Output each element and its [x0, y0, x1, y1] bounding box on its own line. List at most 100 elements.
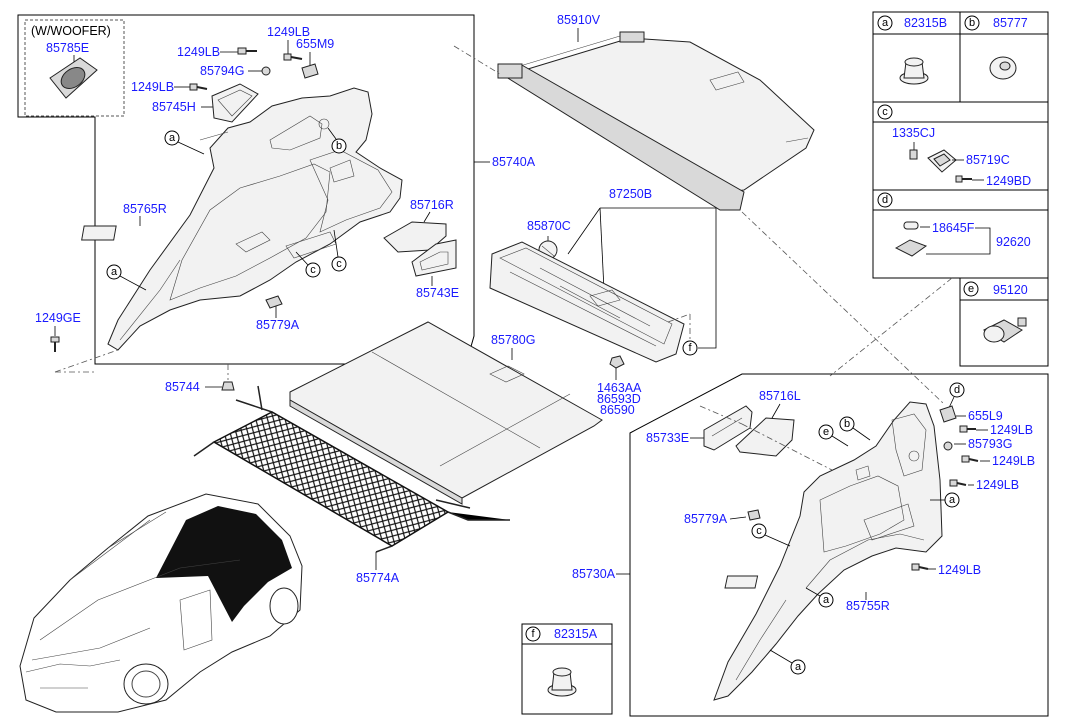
quarter-trim-left-85740A	[107, 87, 403, 351]
label-1249LB-low: 1249LB	[131, 80, 174, 94]
ref-f-box: f	[525, 626, 541, 642]
label-95120: 95120	[993, 283, 1028, 297]
label-85730A: 85730A	[572, 567, 616, 581]
ref-b-right: b	[839, 416, 855, 432]
ref-c-left-2: c	[331, 256, 347, 272]
luggage-board-85780G	[289, 321, 603, 505]
label-1249LB-mid: 1249LB	[177, 45, 220, 59]
label-85755R: 85755R	[846, 599, 890, 613]
label-85745H: 85745H	[152, 100, 196, 114]
woofer-note: (W/WOOFER)	[31, 24, 111, 38]
svg-text:c: c	[310, 264, 316, 276]
label-85793G: 85793G	[968, 437, 1012, 451]
svg-text:e: e	[823, 426, 829, 438]
label-86593D: 86593D	[597, 392, 641, 406]
label-85719C: 85719C	[966, 153, 1010, 167]
ref-c-box: c	[877, 104, 893, 120]
svg-text:b: b	[336, 140, 342, 152]
label-85780G: 85780G	[491, 333, 535, 347]
ref-a-left-1: a	[164, 130, 180, 146]
clip-82315A	[547, 667, 577, 697]
svg-text:e: e	[968, 283, 974, 295]
ref-a-box: a	[877, 15, 893, 31]
svg-text:f: f	[688, 342, 692, 354]
bolt-1249LB-r1	[959, 425, 976, 433]
label-1249LB-r1: 1249LB	[990, 423, 1033, 437]
svg-text:d: d	[954, 384, 960, 396]
label-1249GE: 1249GE	[35, 311, 81, 325]
woofer-option-box	[24, 19, 125, 117]
pad-85765R	[81, 225, 117, 241]
label-655M9: 655M9	[296, 37, 334, 51]
svg-text:a: a	[795, 661, 802, 673]
ref-c-right: c	[751, 523, 767, 539]
svg-text:c: c	[882, 106, 888, 118]
ref-b-left: b	[331, 138, 347, 154]
cargo-net-85774A	[193, 385, 510, 553]
clip-85779A-right	[747, 509, 761, 521]
bezel-85719C	[927, 149, 957, 173]
bolt-1249LB-c	[189, 83, 208, 91]
label-85740A: 85740A	[492, 155, 536, 169]
bolt-1249LB-b	[283, 53, 303, 61]
grommet-85777	[989, 56, 1017, 80]
ref-b-box: b	[964, 15, 980, 31]
label-86590: 86590	[600, 403, 635, 417]
ref-a-left-2: a	[106, 264, 122, 280]
clip-655L9	[939, 405, 957, 423]
svg-text:c: c	[756, 525, 762, 537]
label-85785E: 85785E	[46, 41, 89, 55]
bracket-85733E	[703, 405, 753, 451]
ref-d-box: d	[877, 192, 893, 208]
ref-d-right: d	[949, 382, 965, 398]
ref-a-right-3: a	[790, 659, 806, 675]
cover-85745H	[211, 83, 259, 123]
svg-text:a: a	[169, 132, 176, 144]
transverse-trim-87250B	[489, 241, 685, 363]
svg-text:a: a	[823, 594, 830, 606]
label-85777: 85777	[993, 16, 1028, 30]
label-1249LB-top: 1249LB	[267, 25, 310, 39]
clip-85779A-left	[265, 295, 283, 309]
label-85716L: 85716L	[759, 389, 801, 403]
bolt-1249LB-a	[237, 47, 257, 55]
quarter-trim-right-85730A	[713, 401, 943, 701]
ref-e-right: e	[818, 424, 834, 440]
label-85870C: 85870C	[527, 219, 571, 233]
detail-box-f	[521, 623, 613, 715]
ref-a-right-1: a	[944, 492, 960, 508]
clip-85744	[221, 381, 235, 391]
vehicle-illustration	[19, 493, 303, 713]
label-85774A: 85774A	[356, 571, 400, 585]
svg-text:c: c	[336, 258, 342, 270]
label-1249LB-r4: 1249LB	[938, 563, 981, 577]
lamp-92620	[894, 239, 928, 257]
svg-text:b: b	[969, 17, 975, 29]
label-85794G: 85794G	[200, 64, 244, 78]
screw-1249GE	[50, 336, 60, 352]
svg-text:b: b	[844, 418, 850, 430]
label-85733E: 85733E	[646, 431, 689, 445]
clip-655M9	[301, 63, 319, 79]
bolt-1249LB-r2	[961, 455, 979, 463]
svg-text:d: d	[882, 194, 888, 206]
cover-85716L	[735, 417, 795, 457]
svg-text:a: a	[882, 17, 889, 29]
label-85779A-right: 85779A	[684, 512, 728, 526]
label-1463AA: 1463AA	[597, 381, 642, 395]
ref-c-left-1: c	[305, 262, 321, 278]
label-85716R: 85716R	[410, 198, 454, 212]
ref-a-right-2: a	[818, 592, 834, 608]
label-87250B: 87250B	[609, 187, 652, 201]
bracket-85743E	[411, 239, 457, 277]
label-655L9: 655L9	[968, 409, 1003, 423]
label-1249LB-r2: 1249LB	[992, 454, 1035, 468]
label-18645F: 18645F	[932, 221, 975, 235]
svg-text:a: a	[949, 494, 956, 506]
label-85765R: 85765R	[123, 202, 167, 216]
left-group-frame	[17, 14, 475, 365]
label-1249BD: 1249BD	[986, 174, 1031, 188]
clip-1335CJ	[909, 149, 918, 160]
label-85743E: 85743E	[416, 286, 459, 300]
